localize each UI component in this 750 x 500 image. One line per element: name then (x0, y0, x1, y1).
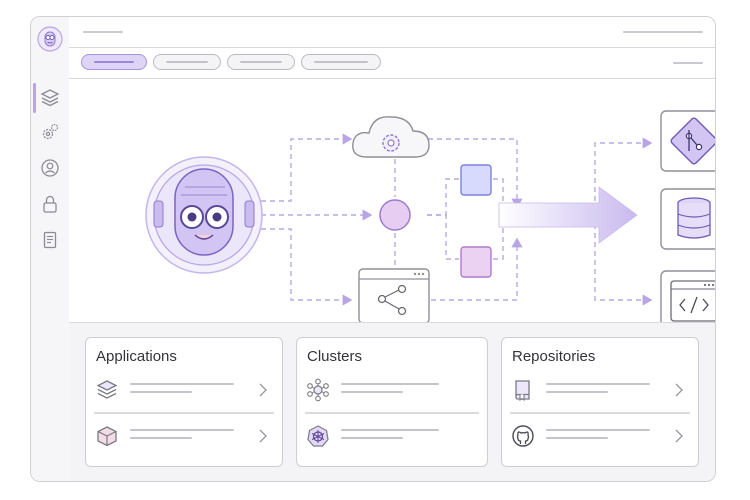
book-icon (515, 380, 530, 402)
cloud-gear-icon (352, 116, 430, 158)
divider (510, 412, 690, 414)
gears-icon (42, 123, 59, 140)
list-item[interactable] (305, 418, 479, 454)
cluster-network-icon (307, 378, 329, 402)
chevron-right-icon (259, 429, 267, 443)
list-item[interactable] (94, 372, 274, 408)
sidebar-item-security[interactable] (37, 191, 63, 217)
list-item[interactable] (510, 418, 690, 454)
top-bar (69, 17, 715, 48)
package-box-icon (97, 426, 117, 447)
list-item[interactable] (305, 372, 479, 408)
tab-bar (69, 48, 715, 79)
tab-1[interactable] (81, 54, 147, 70)
clusters-card: Clusters (296, 337, 488, 467)
sidebar-active-indicator (33, 83, 36, 113)
chevron-right-icon (675, 429, 683, 443)
node-square-blue (460, 164, 492, 196)
database-icon (660, 188, 715, 250)
divider (305, 412, 479, 414)
workflow-diagram-canvas (145, 110, 715, 332)
tab-3[interactable] (227, 54, 295, 70)
robot-logo-icon (37, 26, 63, 52)
list-item[interactable] (94, 418, 274, 454)
card-title: Applications (96, 348, 177, 365)
list-item[interactable] (510, 372, 690, 408)
applications-card: Applications (85, 337, 283, 467)
workflow-diagram (69, 79, 715, 332)
user-icon (41, 159, 59, 177)
sidebar-item-docs[interactable] (37, 227, 63, 253)
card-title: Repositories (512, 348, 596, 365)
summary-cards: Applications Clusters (69, 323, 715, 481)
code-window-icon (660, 270, 715, 332)
tab-2[interactable] (153, 54, 221, 70)
sidebar-item-user[interactable] (37, 155, 63, 181)
hub-node (379, 199, 411, 231)
github-icon (512, 425, 534, 447)
sidebar-item-layers[interactable] (37, 85, 63, 111)
node-square-pink (460, 246, 492, 278)
chevron-right-icon (675, 383, 683, 397)
big-flow-arrow (498, 186, 638, 244)
top-bar-title-placeholder (83, 31, 123, 33)
top-bar-status-placeholder (623, 31, 703, 33)
kubernetes-helm-icon (307, 425, 329, 447)
card-title: Clusters (307, 348, 363, 365)
connector-lines (261, 133, 653, 306)
document-icon (43, 231, 57, 249)
lock-icon (43, 195, 57, 213)
divider (94, 412, 274, 414)
browser-share-icon (358, 268, 430, 324)
git-icon (660, 110, 715, 172)
sidebar-item-settings[interactable] (37, 119, 63, 145)
layers-icon (40, 89, 60, 107)
robot-mascot-icon (145, 156, 263, 274)
tab-4[interactable] (301, 54, 381, 70)
repositories-card: Repositories (501, 337, 699, 467)
tab-bar-action-placeholder (673, 62, 703, 64)
layers-icon (96, 380, 118, 399)
sidebar (31, 17, 70, 481)
app-window: Applications Clusters (30, 16, 716, 482)
chevron-right-icon (259, 383, 267, 397)
